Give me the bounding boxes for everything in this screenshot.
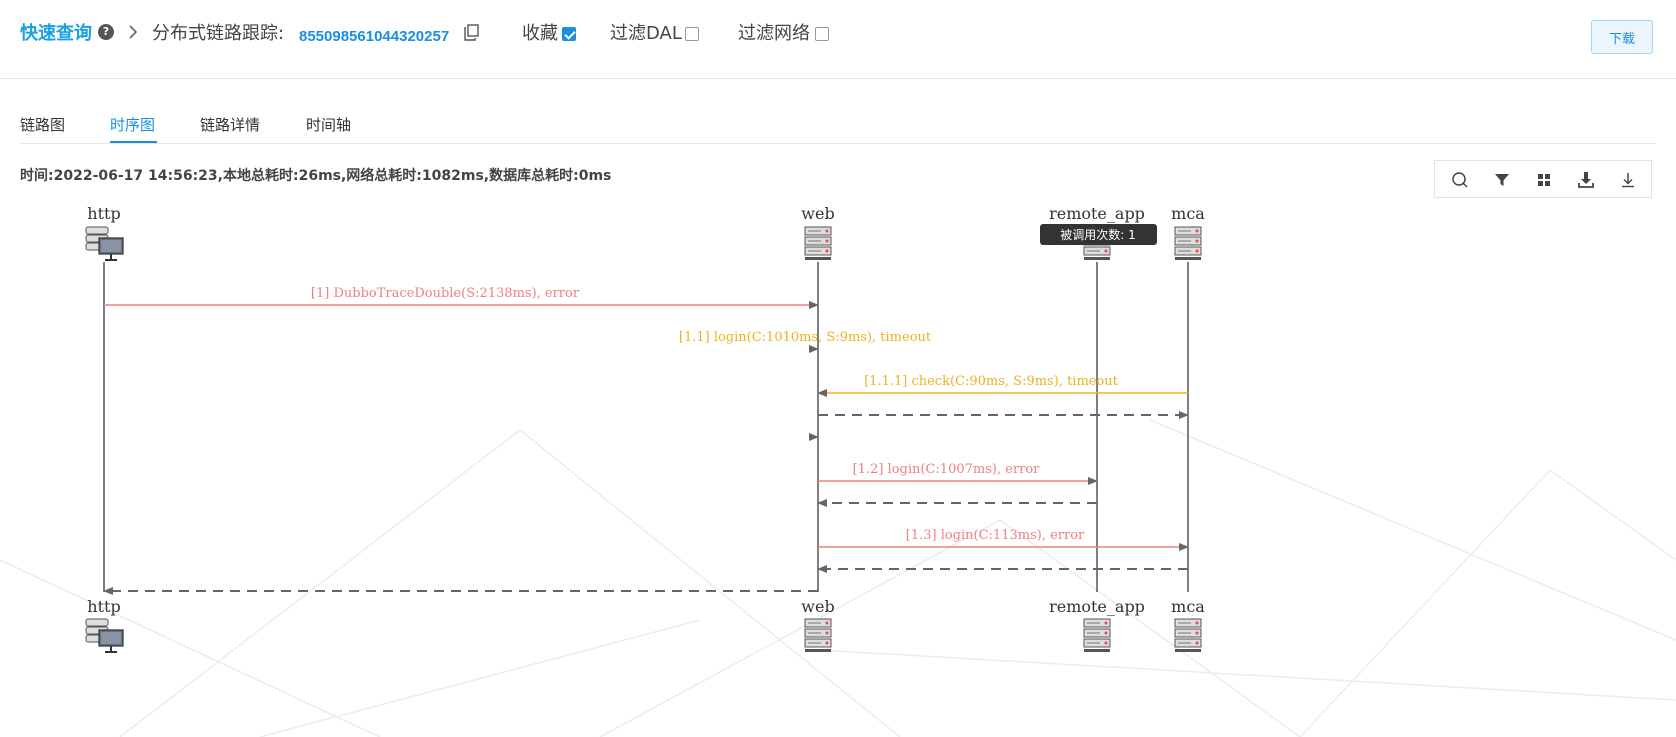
participants-bottom: http web remote_app mca	[85, 597, 1205, 653]
download-icon[interactable]	[1618, 170, 1638, 190]
grid-icon[interactable]	[1534, 170, 1554, 190]
question-circle-icon[interactable]: ?	[98, 24, 114, 40]
message-arrowhead	[809, 433, 819, 441]
participant-mca-top: mca	[1171, 204, 1205, 223]
filter-network-checkbox[interactable]	[815, 27, 829, 41]
message-label[interactable]: [1.2] login(C:1007ms), error	[853, 462, 1041, 477]
server-icon	[1083, 618, 1111, 653]
call-count-tooltip: 被调用次数: 1	[1040, 224, 1157, 245]
tab-trace-graph[interactable]: 链路图	[20, 116, 66, 134]
message-arrowhead	[809, 345, 819, 353]
participant-remote_app-bottom: remote_app	[1049, 597, 1145, 616]
favorite-checkbox[interactable]	[562, 27, 576, 41]
message-label[interactable]: [1] DubboTraceDouble(S:2138ms), error	[311, 286, 580, 301]
filter-network-label: 过滤网络	[738, 23, 810, 44]
participants-top: http web remote_app mca	[85, 204, 1205, 261]
trace-id[interactable]: 855098561044320257	[299, 28, 450, 45]
top-header: 快速查询 ? 分布式链路跟踪: 855098561044320257 收藏 过滤…	[0, 0, 1676, 79]
trace-summary: 时间:2022-06-17 14:56:23,本地总耗时:26ms,网络总耗时:…	[20, 168, 612, 184]
tab-trace-details[interactable]: 链路详情	[200, 116, 261, 134]
tab-timeline[interactable]: 时间轴	[306, 116, 352, 134]
tab-sequence-diagram[interactable]: 时序图	[110, 116, 156, 134]
participant-mca-bottom: mca	[1171, 597, 1205, 616]
participant-http-bottom: http	[87, 597, 120, 616]
messages: [1] DubboTraceDouble(S:2138ms), error [1.…	[103, 286, 1189, 595]
favorite-label: 收藏	[522, 23, 558, 44]
search-icon[interactable]	[1450, 170, 1470, 190]
lifelines	[103, 262, 1189, 592]
view-tabs: 链路图 时序图 链路详情 时间轴	[20, 106, 1656, 144]
message-label[interactable]: [1.1] login(C:1010ms, S:9ms), timeout	[679, 330, 932, 345]
download-tray-icon[interactable]	[1576, 170, 1596, 190]
client-server-icon	[85, 226, 124, 261]
filter-dal-checkbox[interactable]	[685, 27, 699, 41]
server-icon	[804, 618, 832, 653]
client-server-icon	[85, 618, 124, 653]
trace-label: 分布式链路跟踪:	[152, 23, 285, 44]
copy-icon[interactable]	[463, 24, 480, 41]
chevron-right-icon	[129, 25, 138, 39]
quick-query-link[interactable]: 快速查询	[20, 23, 92, 44]
download-button[interactable]: 下载	[1591, 20, 1653, 54]
diagram-toolbar	[1434, 160, 1652, 198]
participant-web-top: web	[801, 204, 834, 223]
server-icon	[1174, 226, 1202, 261]
active-tab-underline	[110, 141, 157, 143]
server-icon	[804, 226, 832, 261]
tooltip-text: 被调用次数: 1	[1060, 227, 1136, 242]
filter-icon[interactable]	[1492, 170, 1512, 190]
participant-http-top: http	[87, 204, 120, 223]
server-icon	[1174, 618, 1202, 653]
message-label[interactable]: [1.1.1] check(C:90ms, S:9ms), timeout	[864, 374, 1119, 389]
participant-web-bottom: web	[801, 597, 834, 616]
message-label[interactable]: [1.3] login(C:113ms), error	[906, 528, 1085, 543]
filter-dal-label: 过滤DAL	[610, 23, 682, 44]
participant-remote_app-top: remote_app	[1049, 204, 1145, 223]
